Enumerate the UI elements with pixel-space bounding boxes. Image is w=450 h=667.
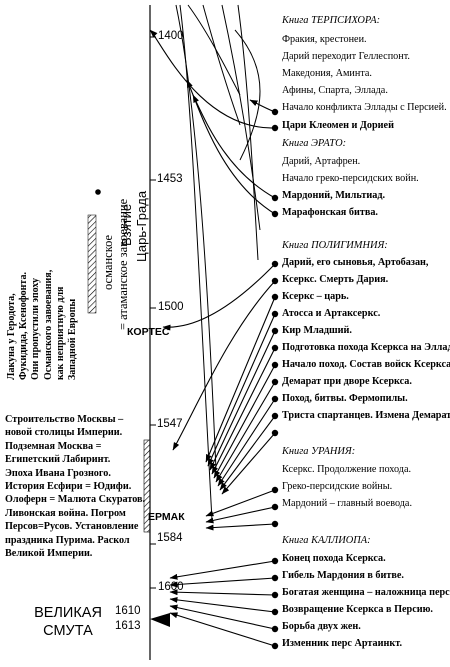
book-item: Начало греко-персидских войн. <box>282 173 419 184</box>
book-item: Марафонская битва. <box>282 207 378 218</box>
book-item: Триста спартанцев. Измена Демарата <box>282 410 450 421</box>
smuta-wedge <box>150 613 170 627</box>
book-item: Атосса и Артаксеркс. <box>282 308 381 319</box>
book-item: Фракия, крестонеи. <box>282 34 367 45</box>
year-1453: 1453 <box>157 173 183 185</box>
book-item: Гибель Мардония в битве. <box>282 570 404 581</box>
timeline-ticks <box>150 36 156 589</box>
book-item: Поход, битвы. Фермопилы. <box>282 393 408 404</box>
ottoman-hatch-bar <box>87 214 97 314</box>
year-1613: 1613 <box>115 620 141 632</box>
book-header-calliope: Книга КАЛЛИОПА: <box>282 535 371 546</box>
book-item: Дарий, его сыновья, Артобазан, <box>282 257 429 268</box>
hatch-bar-1547 <box>143 439 151 533</box>
connector-arrows <box>149 29 276 647</box>
book-item: Ксеркс. Смерть Дария. <box>282 274 389 285</box>
book-item: Дарий переходит Геллеспонт. <box>282 51 410 62</box>
book-header-erato: Книга ЭРАТО: <box>282 138 347 149</box>
moscow-note: Строительство Москвы – новой столицы Имп… <box>5 414 146 560</box>
book-item: Конец похода Ксеркса. <box>282 553 386 564</box>
label-kortes: КОРТЕС <box>127 326 170 338</box>
book-item: Греко-персидские войны. <box>282 481 393 492</box>
book-item: Дарий, Артафрен. <box>282 156 361 167</box>
book-item: Цари Клеомен и Дорией <box>282 120 394 131</box>
book-header-polyhymnia: Книга ПОЛИГИМНИЯ: <box>282 240 388 251</box>
book-item: Возвращение Ксеркса в Персию. <box>282 604 433 615</box>
book-item: Македония, Аминта. <box>282 68 372 79</box>
great-smuta-label: ВЕЛИКАЯ СМУТА <box>34 605 102 639</box>
book-item: Афины, Спарта, Эллада. <box>282 85 388 96</box>
book-item: Кир Младший. <box>282 325 352 336</box>
book-header-terpsichore: Книга ТЕРПСИХОРА: <box>282 15 381 26</box>
book-item: Мардоний, Мильтиад. <box>282 190 386 201</box>
book-item: Подготовка похода Ксеркса на Элладу. <box>282 342 450 353</box>
capture-of-tsargrad: Взятие Царь-Града <box>119 190 149 262</box>
book-item: Демарат при дворе Ксеркса. <box>282 376 412 387</box>
book-header-urania: Книга УРАНИЯ: <box>282 446 356 457</box>
year-1500: 1500 <box>158 301 184 313</box>
year-1547: 1547 <box>157 418 183 430</box>
year-1400: 1400 <box>158 30 184 42</box>
year-1600: 1600 <box>158 581 184 593</box>
book-item: Борьба двух жен. <box>282 621 361 632</box>
book-item: Ксеркс. Продолжение похода. <box>282 464 412 475</box>
lacuna-note: Лакуна у Геродота, Фукидида, Ксенофонта.… <box>6 269 79 380</box>
book-item: Начало поход. Состав войск Ксеркса. <box>282 359 450 370</box>
background-curves <box>175 4 261 521</box>
label-ermak: ЕРМАК <box>148 511 185 523</box>
book-item: Изменник перс Артаинкт. <box>282 638 402 649</box>
node-dots <box>95 108 279 650</box>
book-item: Начало конфликта Эллады с Персией. <box>282 102 447 113</box>
year-1610: 1610 <box>115 605 141 617</box>
book-item: Ксеркс – царь. <box>282 291 349 302</box>
book-item: Мардоний – главный воевода. <box>282 498 413 509</box>
year-1584: 1584 <box>157 532 183 544</box>
book-item: Богатая женщина – наложница перса. <box>282 587 450 598</box>
